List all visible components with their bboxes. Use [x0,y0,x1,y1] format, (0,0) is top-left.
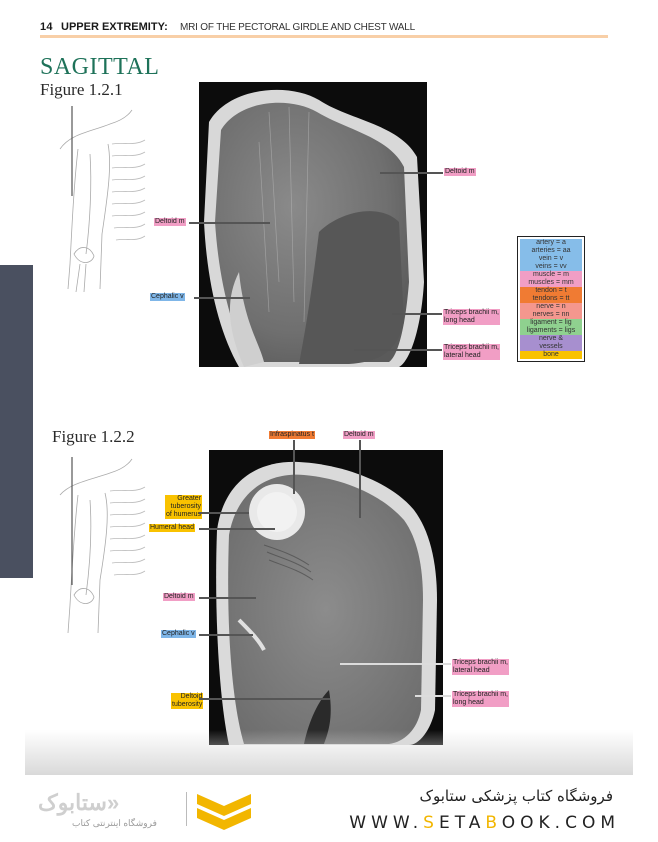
leader-line [189,222,270,224]
label-triceps-long-head: Triceps brachii m, long head [452,691,509,707]
legend-row: ligament = lig [520,319,582,327]
label-cephalic-v: Cephalic v [150,293,185,301]
legend-row: vein = v [520,255,582,263]
legend-row: nerves = nn [520,311,582,319]
legend-row: tendon = t [520,287,582,295]
logo-divider [186,792,187,826]
leader-line [359,440,361,518]
leader-line [380,172,443,174]
chapter-side-tab [0,265,33,578]
legend-row: nerve & [520,335,582,343]
footer-watermark: ستابوک» فروشگاه اینترنتی کتاب فروشگاه کت… [0,778,658,842]
store-chevron-logo-icon [197,794,251,830]
legend-row: vessels [520,343,582,351]
leader-line [293,440,295,494]
label-greater-tuberosity: Greater tuberosity of humerus [165,495,203,519]
leader-line [354,349,442,351]
shop-name: فروشگاه کتاب پزشکی ستابوک [419,787,613,805]
store-logo-subtitle: فروشگاه اینترنتی کتاب [72,818,157,828]
skeleton-locator-icon [59,457,146,634]
store-logo-text: ستابوک» [38,790,120,815]
skeleton-locator-icon [59,106,146,293]
page-bottom-shadow [25,730,633,775]
label-deltoid-m-upper: Deltoid m [444,168,476,176]
legend-row: bone [520,351,582,359]
leader-line [199,528,275,530]
legend-row: nerve = n [520,303,582,311]
legend-row: tendons = tt [520,295,582,303]
label-deltoid-m-top: Deltoid m [343,431,375,439]
header-subtitle: MRI OF THE PECTORAL GIRDLE AND CHEST WAL… [180,22,415,33]
label-triceps-long-head: Triceps brachii m, long head [443,309,500,325]
legend-row: ligaments = ligs [520,327,582,335]
label-deltoid-tuberosity: Deltoid tuberosity [171,693,204,709]
leader-line [199,597,256,599]
label-cephalic-v: Cephalic v [161,630,196,638]
section-title: SAGITTAL [40,54,160,80]
store-url[interactable]: WWW.SETABOOK.COM [349,813,620,833]
running-header: 14 UPPER EXTREMITY: MRI OF THE PECTORAL … [40,20,608,38]
leader-line [199,698,330,700]
label-triceps-lateral-head: Triceps brachii m, lateral head [443,344,500,360]
label-infraspinatus-t: Infraspinatus t [269,431,315,439]
leader-line [392,313,442,315]
figure-1-title: Figure 1.2.1 [40,80,123,99]
header-section: UPPER EXTREMITY: [61,21,168,33]
leader-line [199,634,253,636]
page-number: 14 [40,21,53,33]
label-deltoid-m-left: Deltoid m [154,218,186,226]
legend-row: muscle = m [520,271,582,279]
leader-line [415,695,451,697]
legend-row: artery = a [520,239,582,247]
label-deltoid-m-left: Deltoid m [163,593,195,601]
color-legend: artery = a arteries = aa vein = v veins … [517,236,585,362]
leader-line [199,512,249,514]
mri-image-sagittal-1 [199,82,427,367]
legend-row: muscles = mm [520,279,582,287]
leader-line [340,663,451,665]
figure-2-title: Figure 1.2.2 [52,427,135,446]
label-humeral-head: Humeral head [149,524,195,532]
legend-row: veins = vv [520,263,582,271]
legend-row: arteries = aa [520,247,582,255]
label-triceps-lateral-head: Triceps brachii m, lateral head [452,659,509,675]
leader-line [194,297,250,299]
